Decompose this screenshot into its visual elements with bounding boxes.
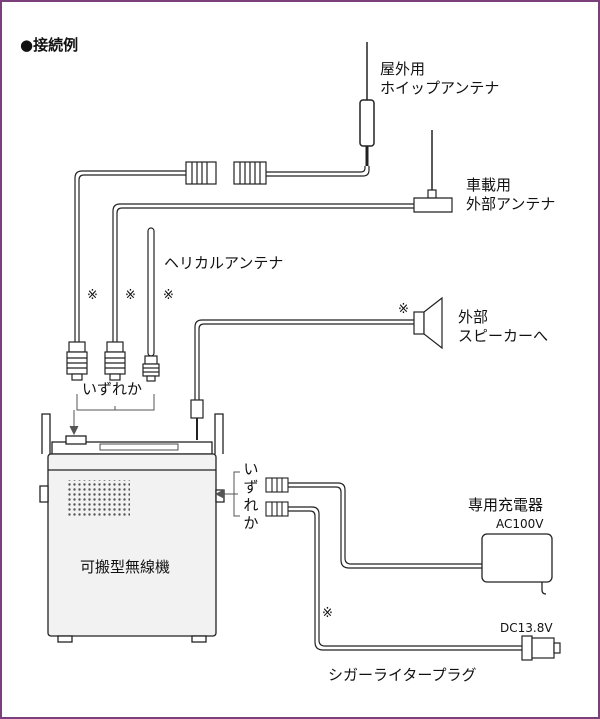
cable-outdoor-to-radio	[74, 170, 186, 342]
dc-input-connectors	[265, 477, 289, 517]
either-label-top: いずれか	[82, 380, 143, 398]
note-mark-cigar: ※	[322, 606, 333, 621]
note-mark-speaker: ※	[398, 302, 409, 317]
dc-voltage-label: DC13.8V	[500, 621, 553, 635]
charger-label: 専用充電器	[468, 496, 544, 514]
note-mark-3: ※	[163, 288, 174, 303]
cable-car-antenna-to-radio	[112, 203, 414, 342]
external-speaker	[413, 296, 443, 350]
portable-radio	[39, 413, 225, 643]
helical-antenna-label: ヘリカルアンテナ	[164, 254, 284, 272]
diagram-title: ●接続例	[20, 36, 79, 54]
outdoor-whip-antenna	[359, 42, 375, 166]
outdoor-antenna-cable	[266, 166, 370, 177]
note-mark-2: ※	[125, 288, 136, 303]
speaker-label-1: 外部	[458, 308, 489, 326]
cigar-lighter-plug	[521, 635, 561, 661]
outdoor-antenna-label-2: ホイップアンテナ	[380, 79, 500, 97]
radio-label: 可搬型無線機	[80, 558, 171, 576]
either-bracket-top	[69, 394, 155, 436]
car-antenna-label-2: 外部アンテナ	[466, 195, 556, 213]
either-label-side: いずれか	[243, 460, 259, 532]
plug-1	[66, 341, 88, 381]
dedicated-charger	[481, 533, 553, 595]
cigar-plug-label: シガーライタープラグ	[328, 666, 477, 684]
either-arrow-side	[214, 471, 240, 517]
note-mark-1: ※	[87, 288, 98, 303]
cable-speaker-to-radio	[194, 319, 414, 400]
car-external-antenna	[413, 130, 453, 213]
ac-voltage-label: AC100V	[496, 517, 544, 531]
helical-antenna	[142, 227, 160, 382]
cigar-cable	[288, 506, 522, 651]
plug-2	[104, 341, 126, 381]
bnc-connector-pair	[185, 161, 267, 185]
charger-cable	[288, 482, 482, 569]
speaker-label-2: スピーカーへ	[458, 327, 549, 345]
car-antenna-label-1: 車載用	[466, 176, 512, 194]
outdoor-antenna-label-1: 屋外用	[380, 60, 426, 78]
speaker-plug	[190, 399, 204, 440]
